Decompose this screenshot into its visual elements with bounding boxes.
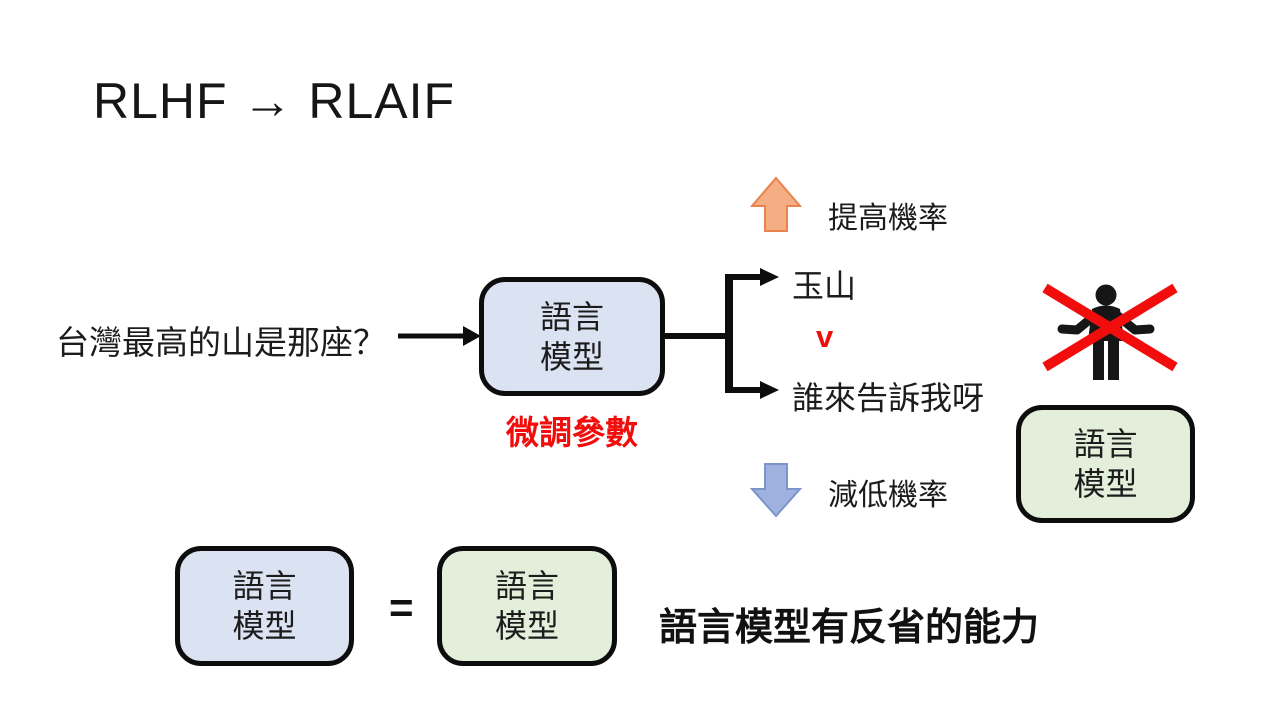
- decrease-probability-label: 減低機率: [828, 479, 948, 512]
- lm-label-line2: 模型: [232, 608, 297, 644]
- increase-probability-label: 提高機率: [828, 202, 948, 235]
- output-good-text: 玉山: [792, 268, 857, 304]
- language-model-box-main: 語言 模型: [479, 277, 665, 396]
- prompt-text: 台灣最高的山是那座？: [56, 324, 386, 361]
- language-model-box-equation-right: 語言 模型: [437, 546, 617, 666]
- lm-label-line1: 語言: [1073, 426, 1138, 462]
- up-arrow-icon: [749, 176, 803, 232]
- person-icon: [1057, 284, 1155, 380]
- finetune-params-label: 微調參數: [506, 414, 638, 451]
- slide-title: RLHF → RLAIF: [93, 73, 456, 129]
- cross-out-icon: [1042, 283, 1178, 372]
- right-arrow-icon: [760, 268, 779, 286]
- lm-label-line1: 語言: [539, 298, 604, 335]
- language-model-box-equation-left: 語言 模型: [175, 546, 354, 666]
- down-arrow-icon: [749, 463, 803, 518]
- lm-label-line2: 模型: [539, 338, 604, 375]
- right-arrow-icon: [760, 381, 779, 399]
- output-bad-text: 誰來告訴我呀: [792, 380, 985, 416]
- equals-sign: =: [389, 584, 414, 631]
- preference-mark: v: [816, 319, 834, 354]
- input-arrow: [398, 326, 481, 346]
- lm-label-line1: 語言: [232, 568, 297, 604]
- lm-label-line2: 模型: [494, 608, 559, 644]
- language-model-box-feedback: 語言 模型: [1016, 405, 1195, 523]
- conclusion-text: 語言模型有反省的能力: [659, 607, 1040, 649]
- lm-label-line1: 語言: [494, 568, 559, 604]
- lm-label-line2: 模型: [1073, 466, 1138, 502]
- branch-connector: [665, 268, 779, 399]
